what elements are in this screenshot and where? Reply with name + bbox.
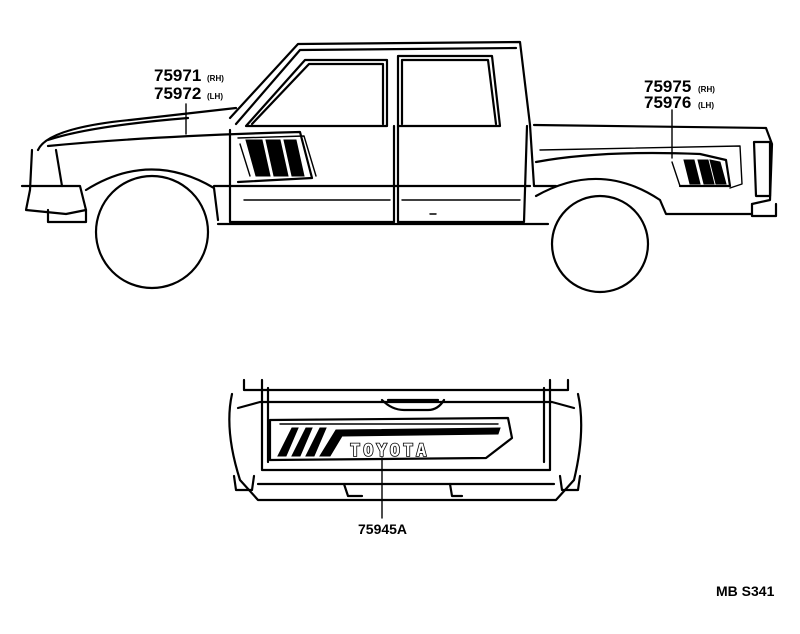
part-number-75971: 75971 bbox=[154, 66, 201, 85]
side-label-lh-front: (LH) bbox=[207, 92, 223, 101]
tailgate-view bbox=[228, 378, 583, 519]
diagram-code: MB S341 bbox=[716, 583, 775, 599]
part-number-75945a: 75945A bbox=[358, 521, 407, 537]
side-label-rh-front: (RH) bbox=[207, 74, 224, 83]
tailgate-emblem-text: TOYOTA bbox=[350, 441, 429, 461]
part-number-75976: 75976 bbox=[644, 93, 691, 112]
side-label-lh-rear: (LH) bbox=[698, 101, 714, 110]
truck-side-view bbox=[20, 40, 778, 294]
side-label-rh-rear: (RH) bbox=[698, 85, 715, 94]
part-number-75975: 75975 bbox=[644, 77, 691, 96]
part-number-75972: 75972 bbox=[154, 84, 201, 103]
